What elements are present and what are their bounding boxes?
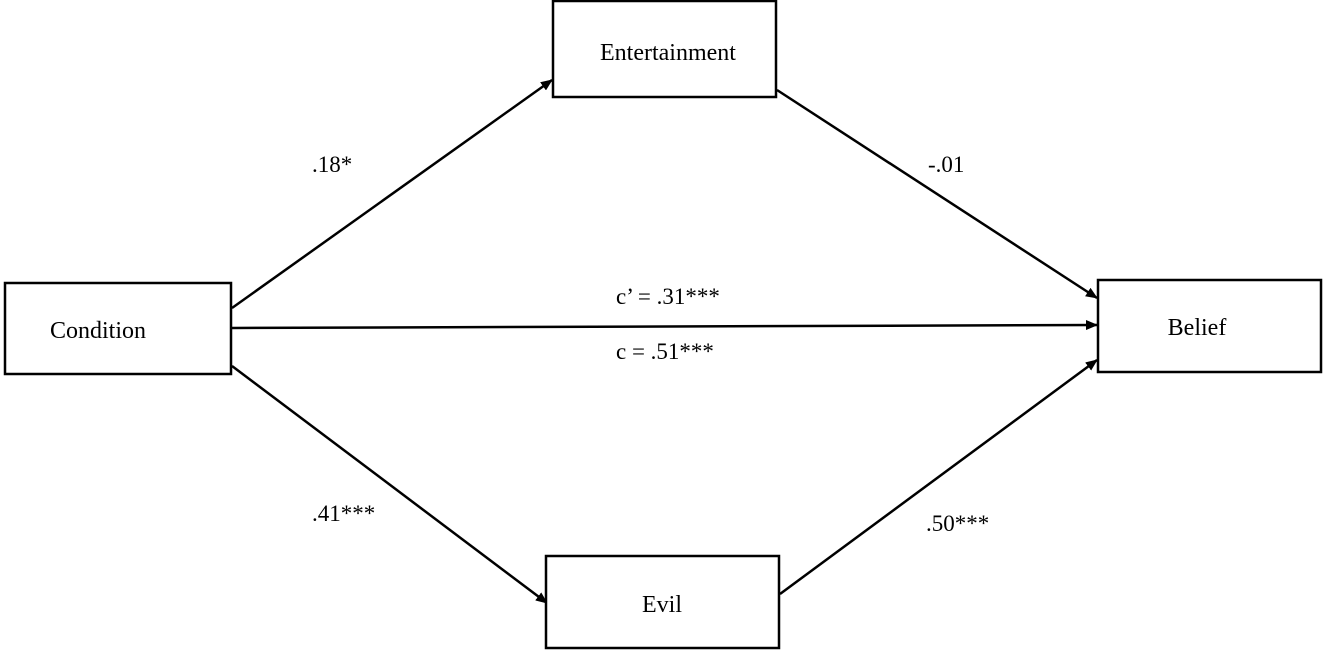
node-entertainment-label: Entertainment <box>600 40 736 66</box>
label-condition-to-evil: .41*** <box>312 501 375 526</box>
edge-evil-to-belief <box>779 358 1098 596</box>
node-condition: Condition <box>3 281 233 376</box>
label-total-effect: c = .51*** <box>616 339 714 364</box>
label-evil-to-belief: .50*** <box>926 511 989 536</box>
node-evil: Evil <box>544 554 781 650</box>
node-belief-label: Belief <box>1168 315 1227 341</box>
node-evil-label: Evil <box>642 592 682 618</box>
node-entertainment: Entertainment <box>551 0 778 99</box>
edge-condition-to-belief <box>231 320 1098 331</box>
label-direct-effect: c’ = .31*** <box>616 284 720 309</box>
label-entertainment-to-belief: -.01 <box>928 152 964 177</box>
label-condition-to-entertainment: .18* <box>312 152 352 177</box>
node-belief: Belief <box>1096 278 1323 374</box>
edge-condition-to-evil <box>231 365 548 604</box>
edge-condition-to-entertainment <box>231 78 553 310</box>
node-condition-label: Condition <box>50 318 146 344</box>
edge-entertainment-to-belief <box>776 88 1098 300</box>
